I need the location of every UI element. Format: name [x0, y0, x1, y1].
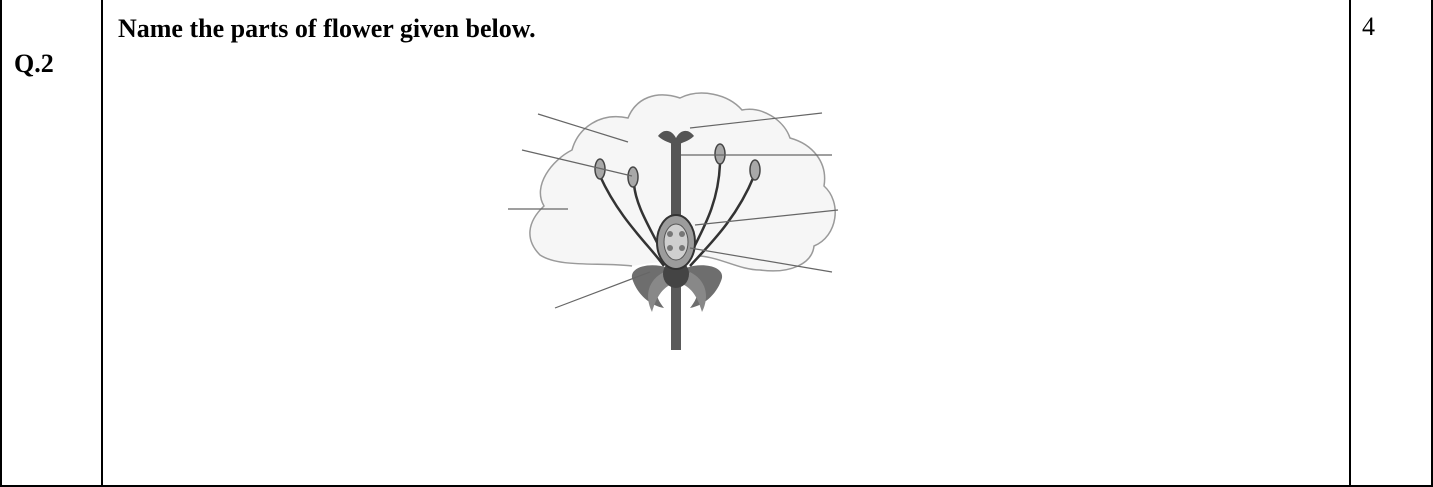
ovule-4: [679, 245, 685, 251]
flower-diagram: [490, 80, 850, 370]
ovule-1: [667, 231, 673, 237]
ovary-inner: [664, 224, 688, 260]
table-border-col1: [101, 0, 103, 487]
anther-2: [628, 167, 638, 187]
anther-3: [715, 144, 725, 164]
anther-4: [750, 160, 760, 180]
flower-stalk: [671, 282, 681, 350]
question-marks: 4: [1362, 12, 1375, 42]
ovule-3: [667, 245, 673, 251]
pointer-line-sepal: [555, 272, 650, 308]
question-text: Name the parts of flower given below.: [118, 14, 536, 44]
question-number: Q.2: [14, 49, 54, 79]
table-border-col2: [1349, 0, 1351, 487]
ovule-2: [679, 231, 685, 237]
table-border-left: [0, 0, 2, 487]
